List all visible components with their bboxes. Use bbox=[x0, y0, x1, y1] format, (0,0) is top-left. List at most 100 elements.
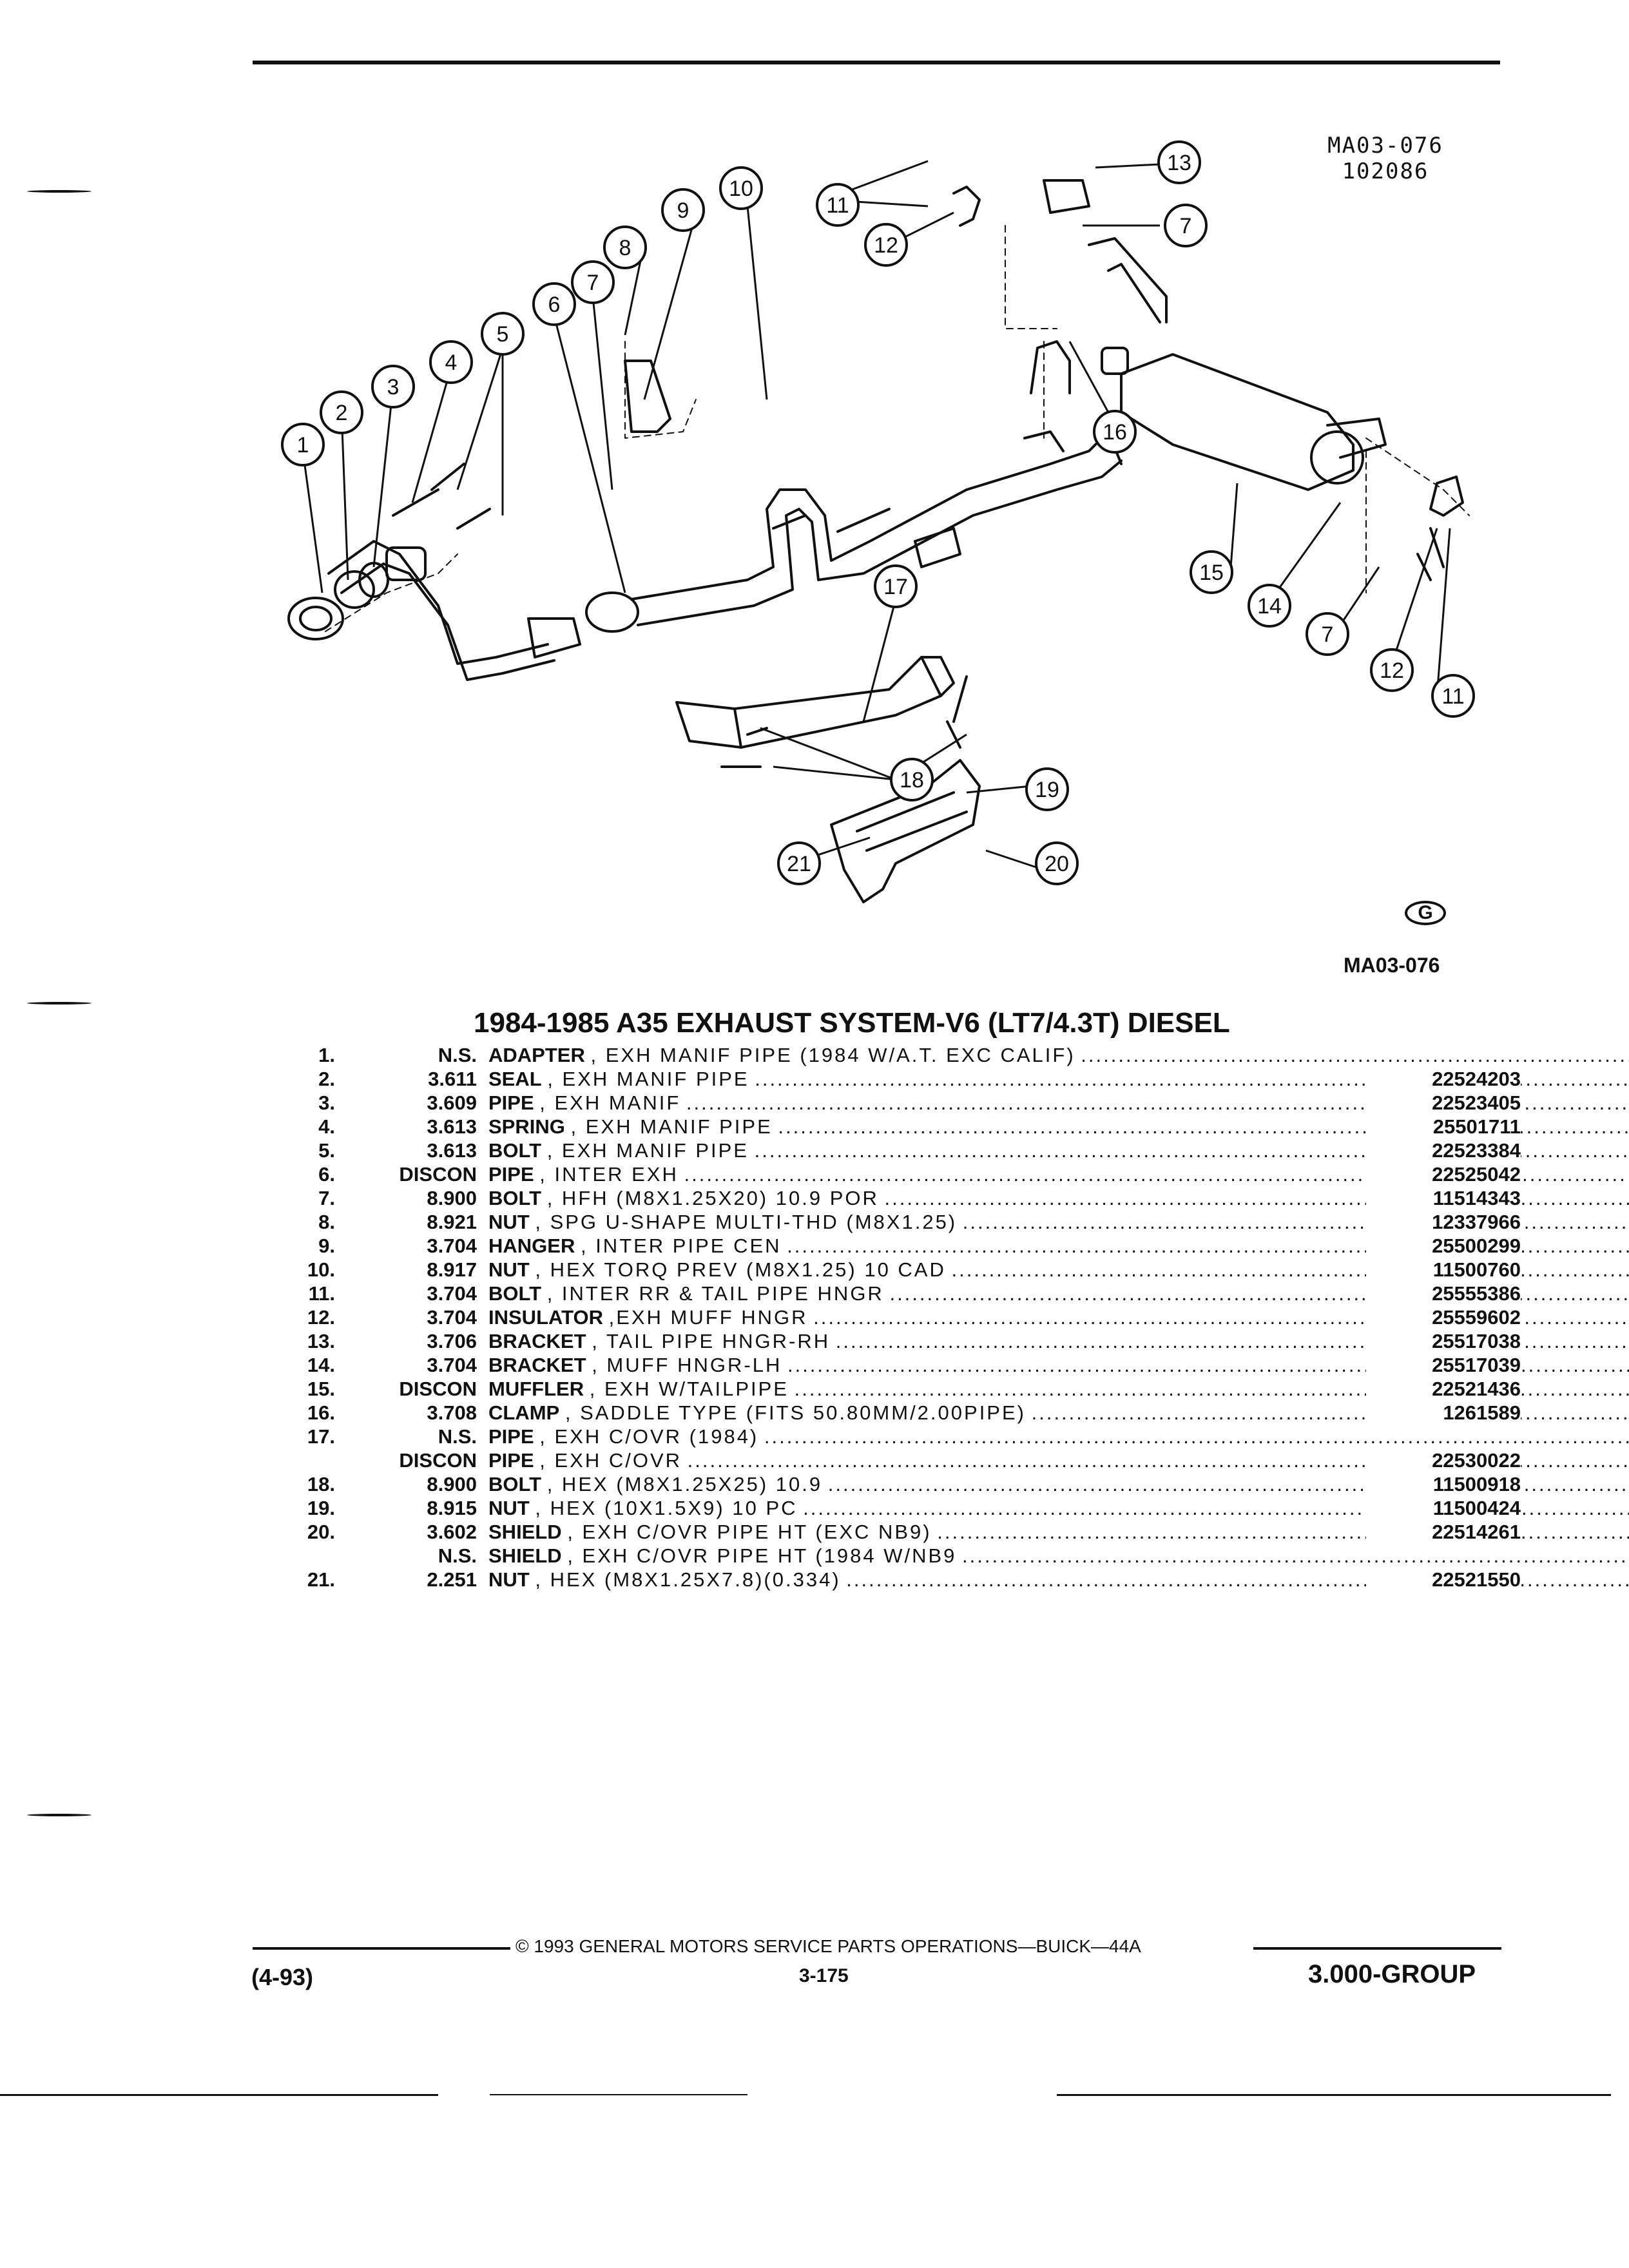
callout-label: 14 bbox=[1257, 594, 1282, 619]
part-number: 22530022 bbox=[1366, 1449, 1521, 1472]
callout-5 bbox=[481, 312, 525, 356]
callout-4 bbox=[429, 340, 473, 384]
margin-mark bbox=[27, 190, 92, 193]
parts-row: 11. 3.704 BOLT , INTER RR & TAIL PIPE HN… bbox=[284, 1282, 1629, 1306]
parts-row: N.S. SHIELD , EXH C/OVR PIPE HT (1984 W/… bbox=[284, 1544, 1629, 1568]
item-description: BRACKET , MUFF HNGR-LH .................… bbox=[488, 1354, 1629, 1377]
callout-12 bbox=[864, 223, 908, 267]
item-detail: , EXH C/OVR (1984) bbox=[539, 1425, 759, 1448]
leader-dots: ........................................… bbox=[1081, 1044, 1629, 1066]
part-number: 22525042 bbox=[1366, 1163, 1521, 1186]
callout-2 bbox=[320, 390, 363, 434]
item-name: PIPE bbox=[488, 1091, 534, 1114]
callout-11b bbox=[1431, 674, 1475, 718]
callout-16 bbox=[1093, 410, 1137, 454]
item-number: 19. bbox=[307, 1497, 335, 1519]
parts-row: 10. 8.917 NUT , HEX TORQ PREV (M8X1.25) … bbox=[284, 1258, 1629, 1282]
parts-row: 17. N.S. PIPE , EXH C/OVR (1984) .......… bbox=[284, 1425, 1629, 1449]
item-description: SHIELD , EXH C/OVR PIPE HT (1984 W/NB9 .… bbox=[488, 1544, 1629, 1568]
item-detail: , EXH MANIF PIPE bbox=[547, 1068, 749, 1090]
callout-3 bbox=[371, 365, 415, 408]
diagram-date: 102086 bbox=[1342, 159, 1429, 184]
parts-row: 14. 3.704 BRACKET , MUFF HNGR-LH .......… bbox=[284, 1354, 1629, 1378]
item-number: 14. bbox=[307, 1354, 335, 1376]
callout-13 bbox=[1157, 140, 1201, 184]
bottom-scan-line bbox=[1057, 2094, 1611, 2096]
group-number: 3.708 bbox=[427, 1401, 477, 1424]
callout-label: 12 bbox=[1380, 658, 1404, 683]
leader-dots: ........................................… bbox=[951, 1258, 1629, 1281]
item-number: 21. bbox=[307, 1568, 335, 1591]
item-number: 17. bbox=[307, 1425, 335, 1448]
parts-row: 4. 3.613 SPRING , EXH MANIF PIPE .......… bbox=[284, 1115, 1629, 1139]
item-description: NUT , HEX (M8X1.25X7.8)(0.334) .........… bbox=[488, 1568, 1629, 1591]
callout-9 bbox=[661, 188, 705, 232]
item-name: BRACKET bbox=[488, 1330, 586, 1352]
item-description: PIPE , EXH C/OVR (1984) ................… bbox=[488, 1425, 1629, 1448]
footer-copyright: © 1993 GENERAL MOTORS SERVICE PARTS OPER… bbox=[516, 1936, 1141, 1956]
item-name: BOLT bbox=[488, 1139, 542, 1162]
exhaust-system-diagram: 1 2 3 4 5 6 7 8 9 10 11 12 13 7 16 15 14… bbox=[281, 140, 1475, 903]
item-name: HANGER bbox=[488, 1235, 575, 1257]
item-detail: , EXH C/OVR PIPE HT (EXC NB9) bbox=[567, 1521, 932, 1543]
top-rule bbox=[253, 61, 1500, 64]
parts-row: 21. 2.251 NUT , HEX (M8X1.25X7.8)(0.334)… bbox=[284, 1568, 1629, 1592]
item-detail: , INTER PIPE CEN bbox=[580, 1235, 782, 1257]
callout-label: 11 bbox=[1441, 684, 1464, 709]
callout-label: 3 bbox=[387, 375, 400, 399]
item-name: ADAPTER bbox=[488, 1044, 585, 1066]
parts-row: 3. 3.609 PIPE , EXH MANIF ..............… bbox=[284, 1091, 1627, 1115]
item-name: INSULATOR bbox=[488, 1306, 603, 1329]
item-detail: , EXH MANIF bbox=[539, 1091, 681, 1114]
parts-row: 1. N.S. ADAPTER , EXH MANIF PIPE (1984 W… bbox=[284, 1044, 1629, 1068]
item-description: CLAMP , SADDLE TYPE (FITS 50.80MM/2.00PI… bbox=[488, 1401, 1629, 1425]
item-detail: , SADDLE TYPE (FITS 50.80MM/2.00PIPE) bbox=[564, 1401, 1026, 1424]
group-number: 3.602 bbox=[427, 1521, 477, 1543]
callout-14 bbox=[1248, 584, 1291, 628]
item-number: 8. bbox=[318, 1211, 335, 1233]
callout-label: 9 bbox=[677, 198, 689, 223]
item-detail: , EXH W/TAILPIPE bbox=[589, 1378, 789, 1400]
footer-rule-left-long bbox=[253, 1947, 510, 1950]
callout-label: 2 bbox=[336, 401, 348, 425]
parts-row: 18. 8.900 BOLT , HEX (M8X1.25X25) 10.9 .… bbox=[284, 1473, 1629, 1497]
callout-label: 18 bbox=[900, 768, 924, 793]
group-number: 3.613 bbox=[427, 1139, 477, 1162]
parts-row: 7. 8.900 BOLT , HFH (M8X1.25X20) 10.9 PO… bbox=[284, 1187, 1629, 1211]
callout-7 bbox=[571, 260, 615, 304]
diagram-code-bottom: MA03-076 bbox=[1344, 954, 1440, 977]
parts-row: 12. 3.704 INSULATOR ,EXH MUFF HNGR .....… bbox=[284, 1306, 1629, 1330]
callout-label: 13 bbox=[1167, 151, 1191, 175]
item-number: 6. bbox=[318, 1163, 335, 1186]
item-name: NUT bbox=[488, 1258, 530, 1281]
callout-label: 1 bbox=[297, 433, 309, 457]
part-number: 25559602 bbox=[1366, 1306, 1521, 1329]
parts-row: 15. DISCON MUFFLER , EXH W/TAILPIPE ....… bbox=[284, 1378, 1629, 1401]
item-number: 4. bbox=[318, 1115, 335, 1138]
parts-row: 8. 8.921 NUT , SPG U-SHAPE MULTI-THD (M8… bbox=[284, 1211, 1629, 1235]
item-name: BOLT bbox=[488, 1473, 542, 1495]
diagram-code: MA03-076 bbox=[1327, 133, 1443, 159]
item-number: 10. bbox=[307, 1258, 335, 1281]
callout-12b bbox=[1370, 648, 1414, 692]
group-number: 8.900 bbox=[427, 1187, 477, 1209]
group-number: N.S. bbox=[438, 1044, 477, 1066]
item-number: 7. bbox=[318, 1187, 335, 1209]
callout-label: 11 bbox=[826, 193, 849, 218]
group-number: 3.704 bbox=[427, 1282, 477, 1305]
group-number: 3.704 bbox=[427, 1354, 477, 1376]
callout-label: 12 bbox=[874, 233, 898, 258]
item-number: 16. bbox=[307, 1401, 335, 1424]
part-number: 12337966 bbox=[1366, 1211, 1521, 1234]
item-number: 18. bbox=[307, 1473, 335, 1495]
part-number: 11500918 bbox=[1366, 1473, 1521, 1496]
footer-rule-right bbox=[1253, 1947, 1501, 1950]
callout-7b bbox=[1164, 204, 1208, 247]
callout-6 bbox=[532, 282, 576, 326]
footer-date-code: (4-93) bbox=[251, 1964, 314, 1990]
group-number: N.S. bbox=[438, 1425, 477, 1448]
item-number: 15. bbox=[307, 1378, 335, 1400]
callout-label: 20 bbox=[1045, 852, 1069, 876]
item-name: MUFFLER bbox=[488, 1378, 584, 1400]
group-number: 3.704 bbox=[427, 1235, 477, 1257]
